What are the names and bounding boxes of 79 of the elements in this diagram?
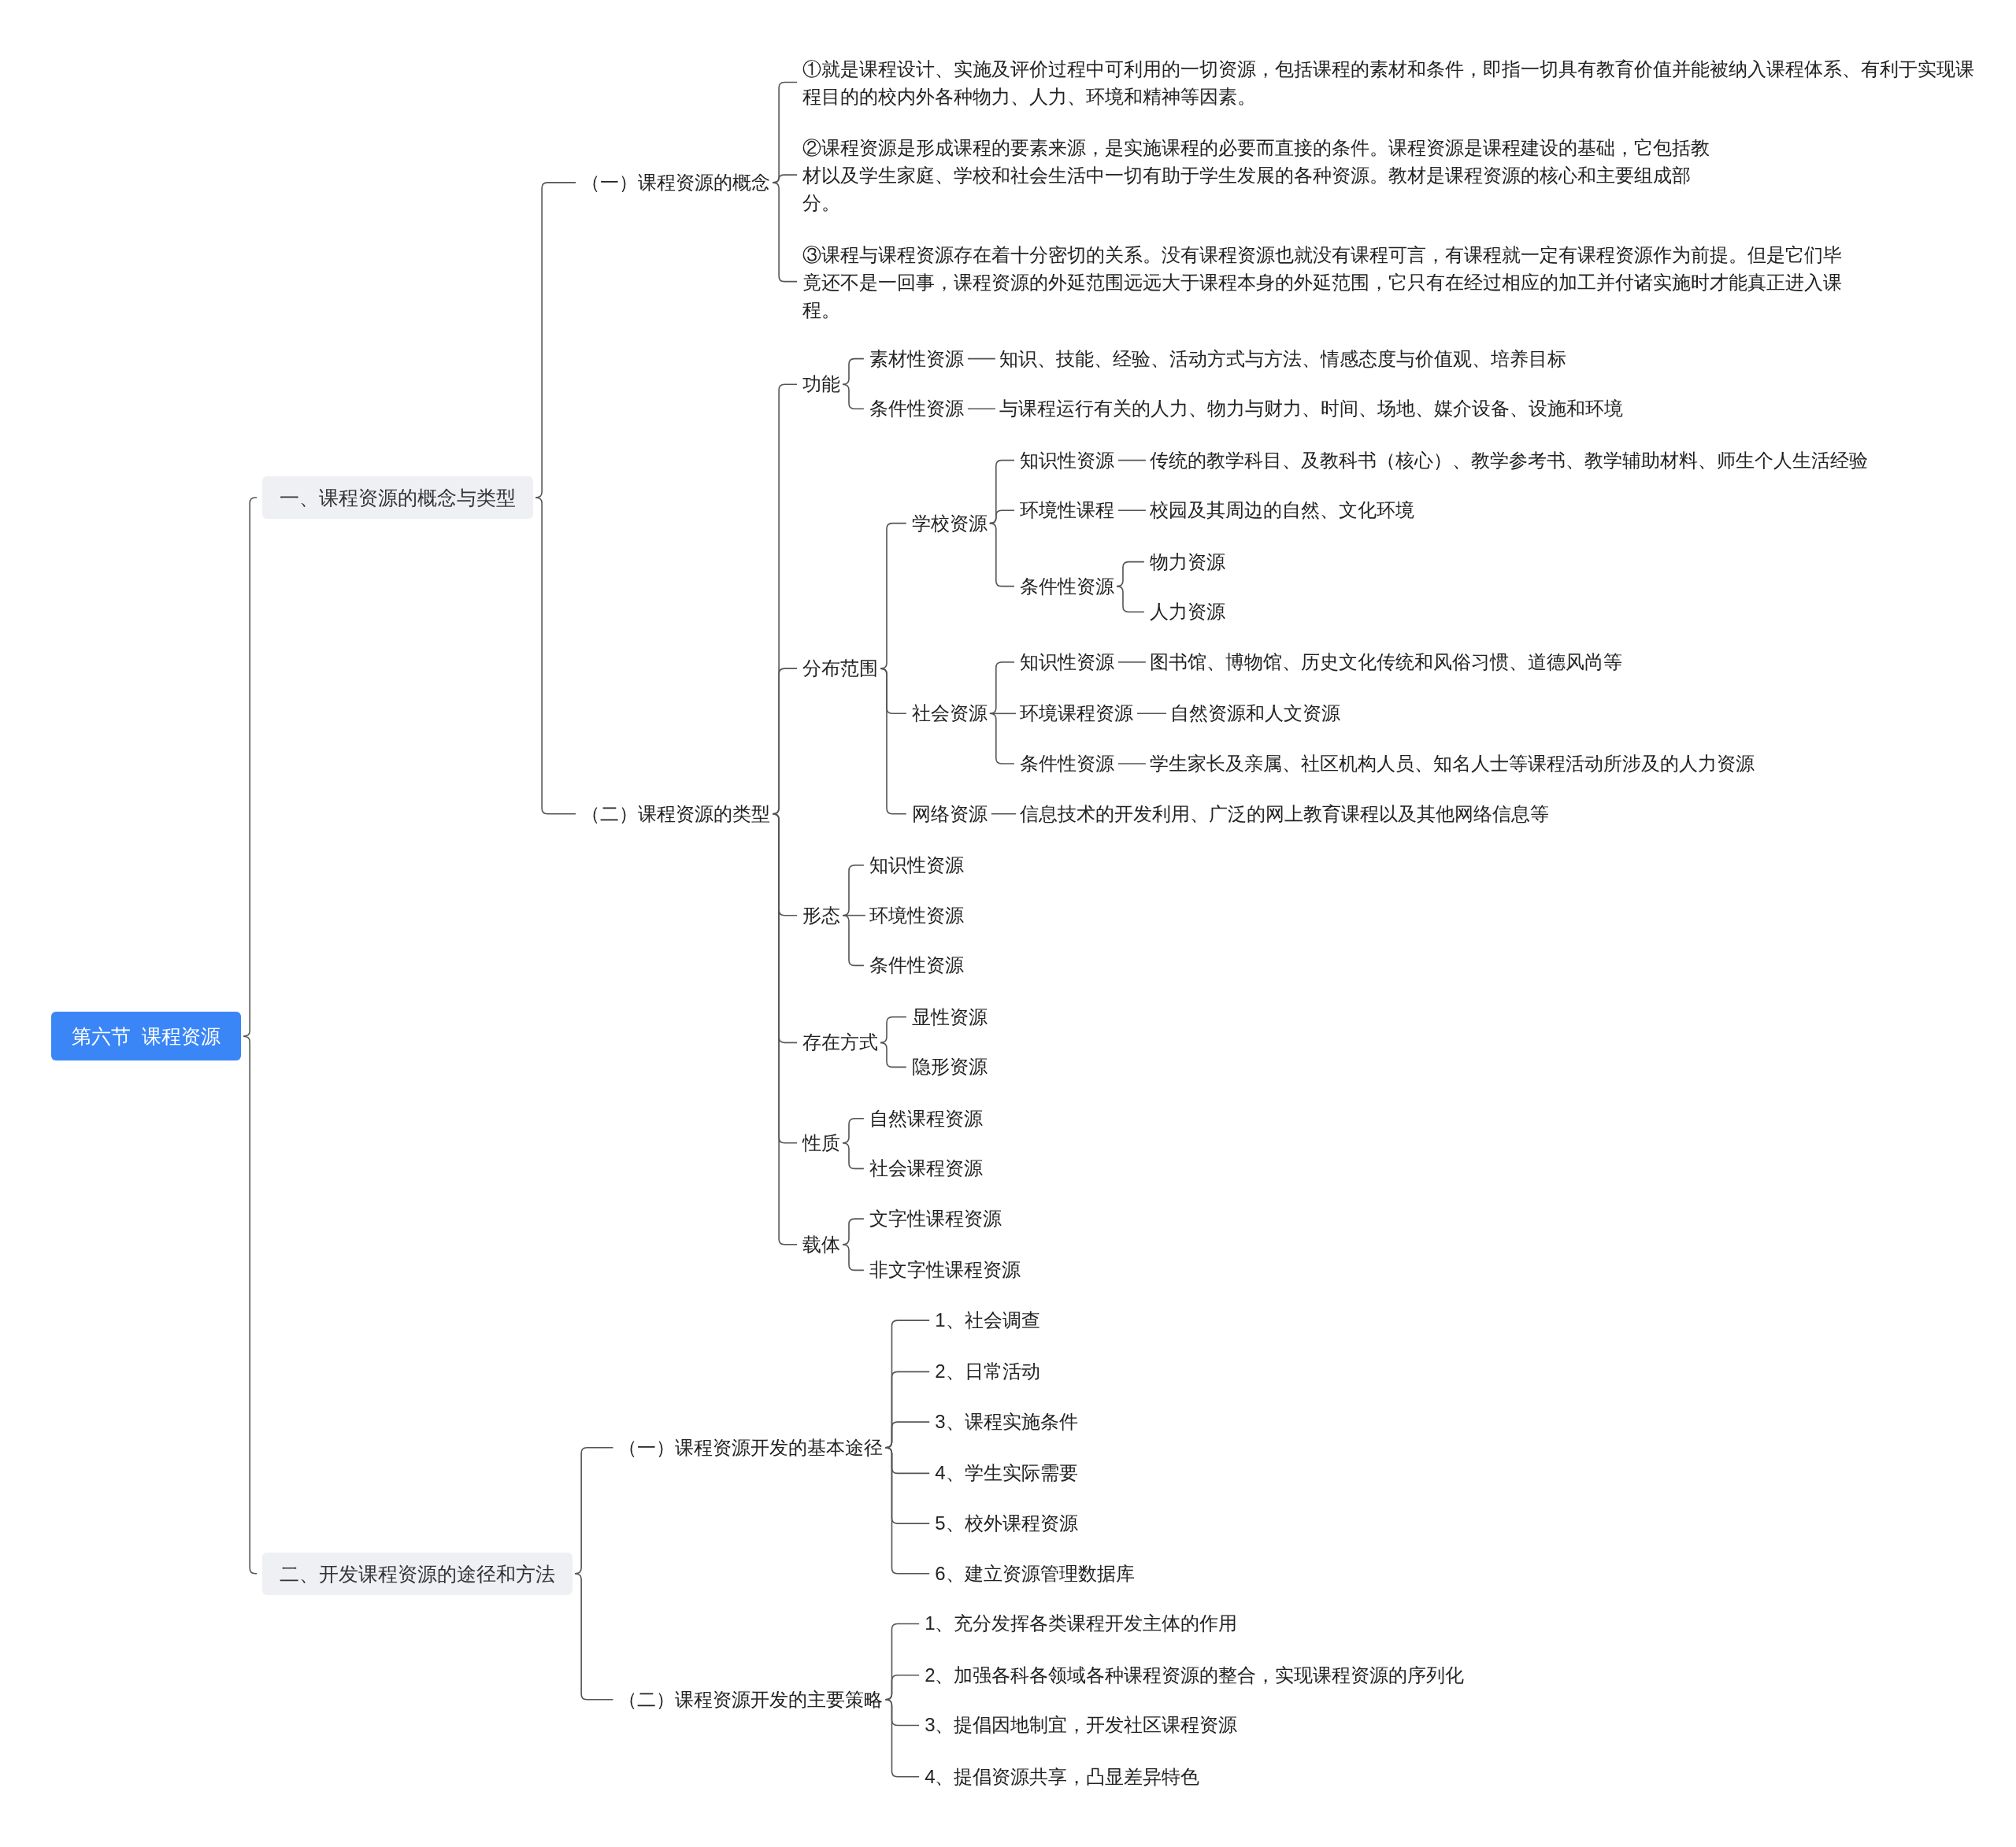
bracket-connector [884,1446,930,1575]
topic-text: 4、提倡资源共享，凸显差异特色 [925,1763,1200,1790]
connector-dash [967,408,996,410]
topic-text: 自然课程资源 [869,1105,983,1132]
bracket-connector [243,1035,258,1575]
topic-text: 显性资源 [911,1003,988,1031]
topic-text: 知识性资源 [1019,649,1114,676]
topic-text: 条件性资源 [869,395,964,423]
bracket-connector [880,1016,907,1044]
bracket-connector [574,1573,614,1701]
topic-text: 分布范围 [802,655,878,683]
topic-text: 学生家长及亲属、社区机构人员、知名人士等课程活动所涉及的人力资源 [1149,750,1755,777]
topic-text: 学校资源 [911,509,988,537]
topic-text: 网络资源 [911,800,988,827]
topic-text: （二）课程资源开发的主要策略 [618,1686,884,1713]
bracket-connector [842,1142,865,1170]
bracket-connector [243,497,258,1037]
topic-text: 5、校外课程资源 [935,1510,1078,1538]
topic-text: （一）课程资源开发的基本途径 [618,1434,884,1461]
topic-text: 环境性资源 [869,901,964,929]
topic-text: 隐形资源 [911,1053,988,1081]
bracket-connector [842,383,865,410]
bracket-connector [989,509,1015,524]
connector-dash [1117,763,1147,764]
topic-paragraph: ①就是课程设计、实施及评价过程中可利用的一切资源，包括课程的素材和条件，即指一切具有教育价值并能被纳入课程体系、有利于实现课程目的的校内外各种物力、人力、环境和精神等因素。 [802,54,1984,110]
bracket-connector [842,357,865,386]
connector-dash [967,357,996,360]
topic-text: 功能 [802,371,840,398]
topic-text: 社会课程资源 [869,1155,983,1183]
topic-text: 3、课程实施条件 [935,1408,1078,1436]
bracket-connector [880,1042,907,1068]
topic-text: 校园及其周边的自然、文化环境 [1149,497,1414,524]
topic-text: 与课程运行有关的人力、物力与财力、时间、场地、媒介设备、设施和环境 [999,395,1623,423]
topic-text: 2、加强各科各领域各种课程资源的整合，实现课程资源的序列化 [925,1661,1465,1689]
topic-paragraph: ③课程与课程资源存在着十分密切的关系。没有课程资源也就没有课程可言，有课程就一定有课程资源作为前提。但是它们毕竟还不是一回事，课程资源的外延范围远远大于课程本身的外延范围，它只有在经过相应的加工并付诸实施时才能真正进入课程。 [802,240,1842,324]
topic-text: 社会资源 [911,700,988,727]
bracket-connector [535,497,576,815]
topic-text: 6、建立资源管理数据库 [935,1560,1135,1587]
connector-dash [1136,713,1167,715]
topic-text: 1、社会调查 [935,1307,1040,1334]
topic-text: 信息技术的开发利用、广泛的网上教育课程以及其他网络信息等 [1019,800,1549,827]
connector-dash [843,914,866,916]
topic-paragraph: ②课程资源是形成课程的要素来源，是实施课程的必要而直接的条件。课程资源是课程建设的基础，它包括教材以及学生家庭、学校和社会生活中一切有助于学生发展的各种资源。教材是课程资源的核心和主要组成部分。 [802,133,1716,217]
topic-text: 图书馆、博物馆、历史文化传统和风俗习惯、道德风尚等 [1149,649,1622,676]
topic-text: 自然资源和人文资源 [1170,700,1340,727]
bracket-connector [842,1243,865,1271]
topic-text: 知识、技能、经验、活动方式与方法、情感态度与价值观、培养目标 [999,345,1566,372]
topic-text: 载体 [802,1231,840,1258]
topic-text: 性质 [802,1129,840,1157]
main-topic: 二、开发课程资源的途径和方法 [262,1552,573,1595]
topic-text: 非文字性课程资源 [869,1257,1021,1284]
connector-dash [1117,459,1147,461]
topic-text: （一）课程资源的概念 [581,168,771,196]
topic-text: 环境性课程 [1019,497,1114,524]
topic-text: 知识性资源 [869,852,964,879]
topic-text: （二）课程资源的类型 [581,800,771,827]
topic-text: 形态 [802,901,840,929]
main-topic: 一、课程资源的概念与类型 [262,476,534,519]
connector-dash [1117,509,1147,512]
bracket-connector [1116,585,1145,613]
connector-dash [991,812,1017,815]
connector-dash [1117,661,1147,663]
bracket-connector [884,1699,920,1778]
topic-text: 存在方式 [802,1029,878,1057]
topic-text: 传统的教学科目、及教科书（核心）、教学参考书、教学辅助材料、师生个人生活经验 [1149,446,1868,474]
topic-text: 文字性课程资源 [869,1205,1002,1233]
topic-text: 3、提倡因地制宜，开发社区课程资源 [925,1712,1238,1739]
topic-text: 条件性资源 [1019,572,1114,600]
topic-text: 素材性资源 [869,345,964,372]
topic-text: 环境课程资源 [1019,700,1133,727]
topic-text: 1、充分发挥各类课程开发主体的作用 [925,1610,1238,1638]
topic-text: 4、学生实际需要 [935,1460,1078,1487]
topic-text: 条件性资源 [869,952,964,979]
root-topic: 第六节 课程资源 [51,1012,242,1061]
topic-text: 人力资源 [1149,598,1225,626]
topic-text: 物力资源 [1149,548,1225,576]
topic-text: 知识性资源 [1019,446,1114,474]
topic-text: 2、日常活动 [935,1358,1040,1386]
topic-text: 条件性资源 [1019,750,1114,777]
